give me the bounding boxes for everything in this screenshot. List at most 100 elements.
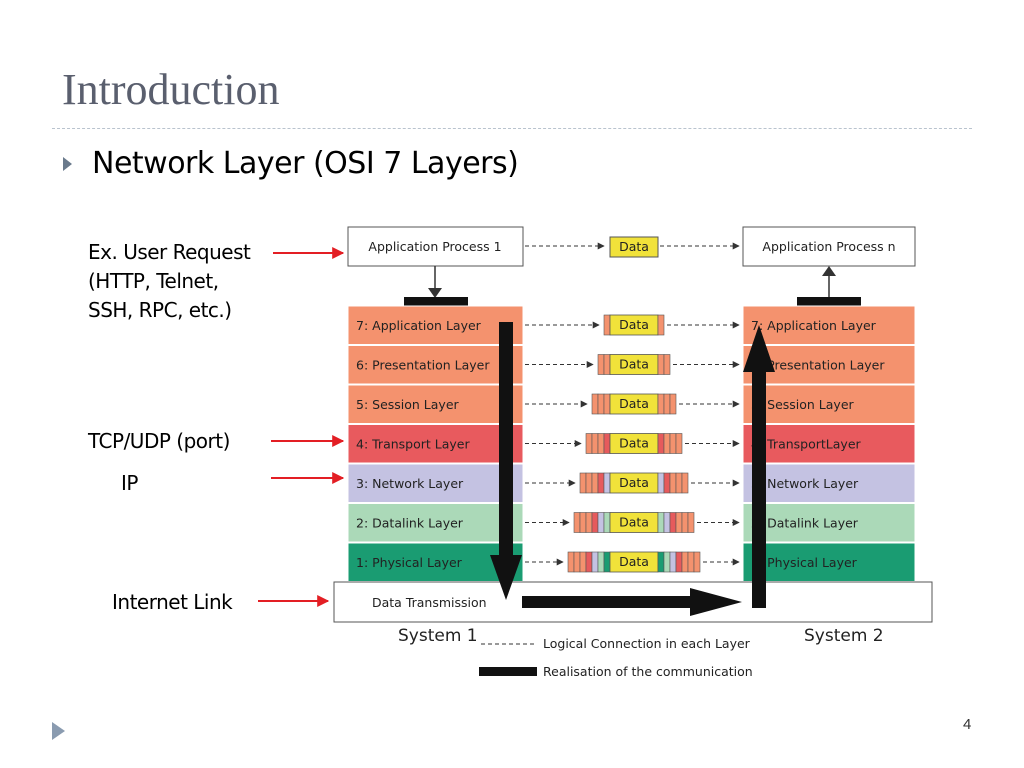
packet-data-label-5: Data (619, 396, 649, 411)
packet-header-left-4-3 (603, 433, 611, 454)
user-request-line-1: Ex. User Request (88, 240, 251, 264)
packet-header-right-6-0 (657, 354, 665, 375)
left-layer-5 (347, 384, 524, 424)
packet-header-left-1-3 (585, 551, 593, 573)
right-layer-4 (742, 424, 916, 464)
packet-header-left-3-3 (597, 472, 605, 494)
packet-header-right-3-0 (657, 472, 665, 494)
packet-header-right-4-2 (669, 433, 677, 454)
packet-header-right-3-3 (675, 472, 683, 494)
left-layer-label-5: 5: Session Layer (356, 397, 460, 412)
right-layer-3 (742, 463, 916, 503)
legend-solid-label: Realisation of the communication (543, 664, 753, 679)
packet-header-right-3-4 (681, 472, 689, 494)
packet-header-right-1-1 (663, 551, 671, 573)
packet-header-right-5-0 (657, 393, 665, 415)
packet-header-left-4-1 (591, 433, 599, 454)
internet-link-note: Internet Link (112, 590, 233, 614)
legend-dashed-label: Logical Connection in each Layer (543, 636, 751, 651)
packet-header-left-1-2 (579, 551, 587, 573)
packet-header-right-2-0 (657, 512, 665, 533)
user-request-line-2: (HTTP, Telnet, (88, 269, 219, 293)
app-process-left-box (347, 226, 524, 267)
top-data-box (609, 236, 659, 258)
packet-header-right-3-1 (663, 472, 671, 494)
packet-header-right-1-6 (693, 551, 701, 573)
packet-header-left-6-0 (597, 354, 605, 375)
packet-header-right-6-1 (663, 354, 671, 375)
page-number: 4 (963, 716, 972, 733)
packet-data-label-6: Data (619, 357, 649, 372)
next-slide-icon[interactable] (52, 722, 65, 740)
packet-header-left-1-5 (597, 551, 605, 573)
packet-header-left-3-4 (603, 472, 611, 494)
slide-title: Introduction (62, 65, 280, 114)
packet-header-left-1-6 (603, 551, 611, 573)
left-connector-arrowhead (428, 288, 442, 298)
packet-header-right-1-5 (687, 551, 695, 573)
packet-header-left-3-1 (585, 472, 593, 494)
packet-header-left-1-1 (573, 551, 581, 573)
packet-header-right-1-2 (669, 551, 677, 573)
left-down-arrow-shaft (499, 322, 513, 572)
right-stack-cap (797, 297, 861, 306)
right-layer-label-3: 3: Network Layer (751, 476, 859, 491)
packet-header-left-3-2 (591, 472, 599, 494)
packet-header-left-7-0 (603, 314, 611, 336)
left-layer-label-7: 7: Application Layer (356, 318, 482, 333)
packet-header-left-5-2 (603, 393, 611, 415)
packet-header-left-4-0 (585, 433, 593, 454)
right-layer-5 (742, 384, 916, 424)
packet-data-label-3: Data (619, 475, 649, 490)
packet-header-right-2-4 (681, 512, 689, 533)
system-left-label: System 1 (398, 626, 478, 646)
right-layer-7 (742, 305, 916, 345)
packet-header-left-4-2 (597, 433, 605, 454)
packet-header-left-2-5 (603, 512, 611, 533)
packet-data-label-1: Data (619, 554, 649, 569)
left-layer-label-4: 4: Transport Layer (356, 437, 470, 452)
left-layer-label-1: 1: Physical Layer (356, 555, 463, 570)
legend-solid-bar (479, 667, 537, 676)
packet-header-left-3-0 (579, 472, 587, 494)
left-layer-6 (347, 345, 524, 385)
ip-note: IP (121, 471, 138, 495)
right-layer-label-6: 6: Presentation Layer (751, 358, 885, 373)
packet-data-label-7: Data (619, 317, 649, 332)
top-data-label: Data (619, 239, 649, 254)
right-connector-arrowhead (822, 266, 836, 276)
right-up-arrow-shaft (752, 368, 766, 608)
packet-header-right-1-4 (681, 551, 689, 573)
left-layer-4 (347, 424, 524, 464)
packet-header-left-1-0 (567, 551, 575, 573)
packet-header-right-2-2 (669, 512, 677, 533)
packet-header-left-2-2 (585, 512, 593, 533)
packet-header-right-1-0 (657, 551, 665, 573)
packet-header-left-2-3 (591, 512, 599, 533)
transmission-arrowhead (690, 588, 742, 616)
packet-data-label-2: Data (619, 515, 649, 530)
left-layer-2 (347, 503, 524, 543)
right-layer-label-7: 7: Application Layer (751, 318, 877, 333)
data-transmission-label: Data Transmission (372, 595, 487, 610)
left-stack-cap (404, 297, 468, 306)
left-down-arrowhead (490, 555, 522, 600)
bullet-text: Network Layer (OSI 7 Layers) (92, 146, 519, 181)
packet-data-label-4: Data (619, 436, 649, 451)
packet-header-right-2-3 (675, 512, 683, 533)
left-layer-label-3: 3: Network Layer (356, 476, 464, 491)
packet-header-left-5-0 (591, 393, 599, 415)
title-divider (52, 128, 972, 129)
packet-header-left-5-1 (597, 393, 605, 415)
left-layer-3 (347, 463, 524, 503)
packet-header-left-2-1 (579, 512, 587, 533)
packet-header-right-3-2 (669, 472, 677, 494)
tcp-udp-note: TCP/UDP (port) (88, 429, 230, 453)
packet-header-right-4-0 (657, 433, 665, 454)
packet-header-right-5-1 (663, 393, 671, 415)
packet-header-left-2-4 (597, 512, 605, 533)
right-up-arrowhead (743, 325, 775, 372)
packet-header-left-6-1 (603, 354, 611, 375)
user-request-note: Ex. User Request (HTTP, Telnet, SSH, RPC… (88, 238, 251, 325)
